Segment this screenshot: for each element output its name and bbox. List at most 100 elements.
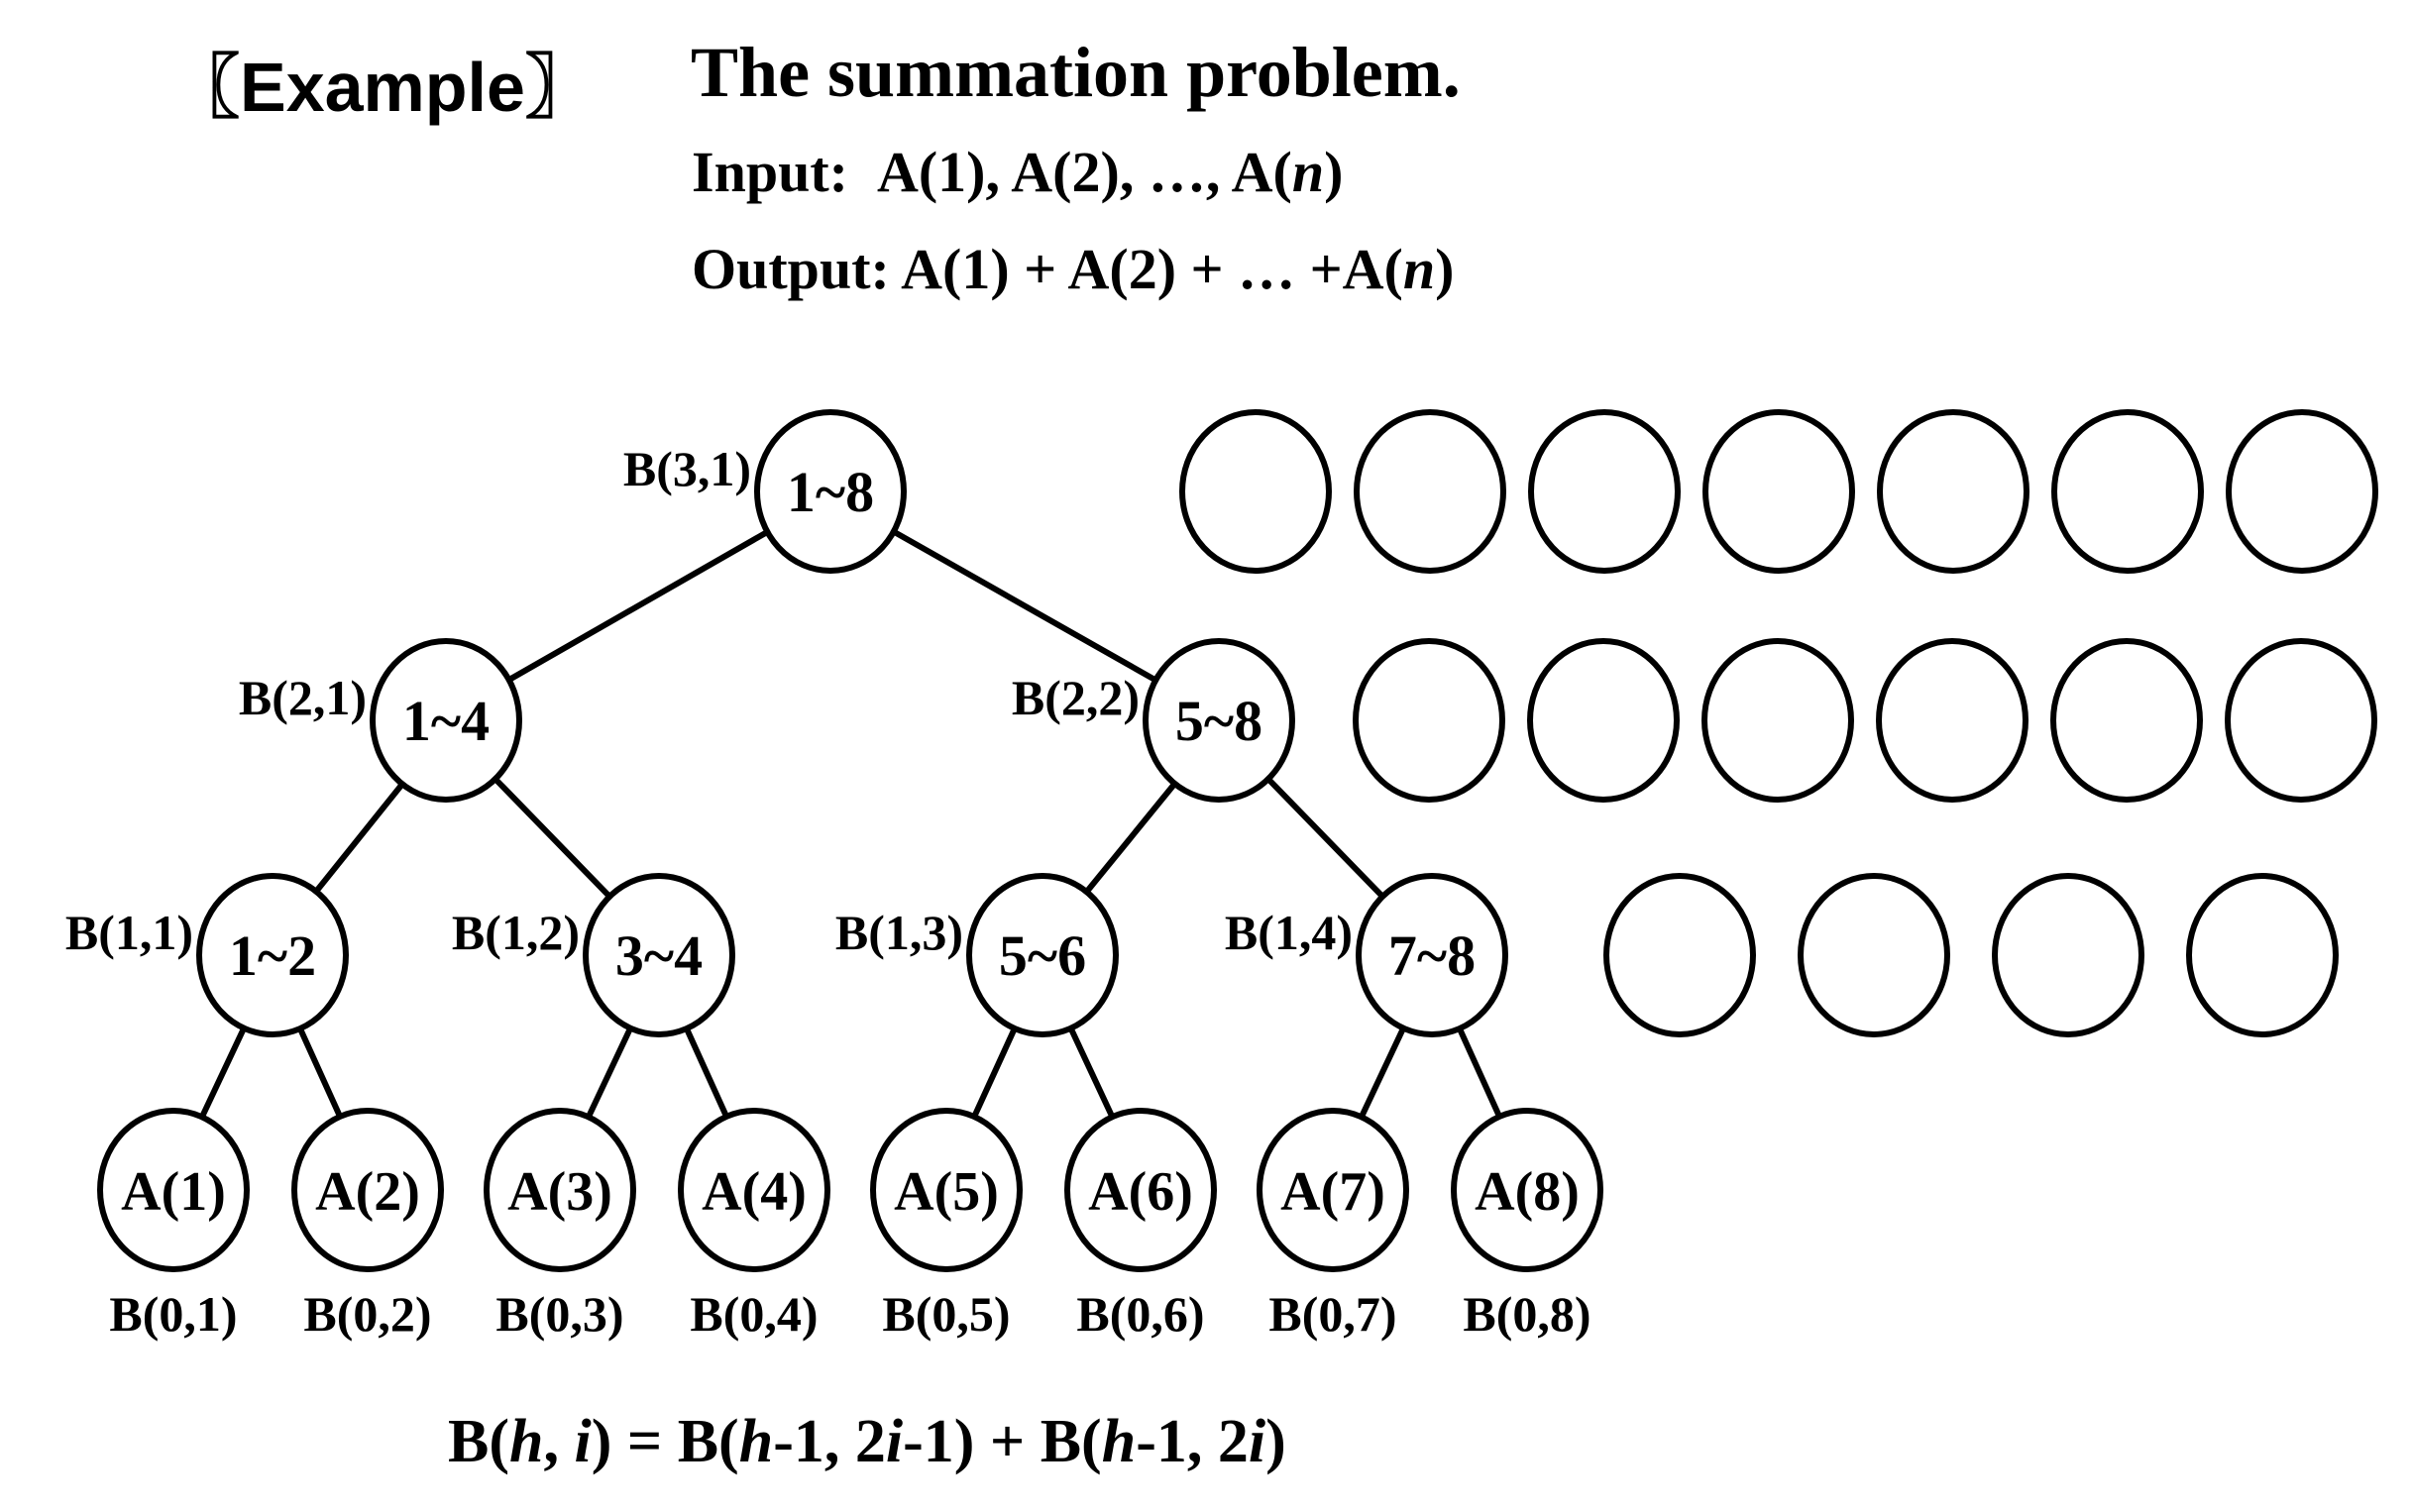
empty-processor-circle bbox=[2186, 873, 2339, 1037]
input-description: Input: A(1), A(2), …, A(n) bbox=[692, 140, 1344, 204]
tree-node: 1~2 B(1,1) bbox=[65, 873, 349, 1037]
node-label: A(3) bbox=[507, 1161, 612, 1223]
tree-node: 1~8B(3,1) bbox=[623, 409, 907, 574]
tree-edge bbox=[492, 775, 613, 901]
empty-processor-circle bbox=[1876, 638, 2028, 803]
tree-edge bbox=[683, 1026, 730, 1120]
empty-processor-circle bbox=[1354, 409, 1506, 574]
node-label: A(2) bbox=[315, 1161, 420, 1223]
node-circle bbox=[754, 409, 907, 574]
node-label: A(1) bbox=[121, 1161, 226, 1223]
empty-processor-circle bbox=[2225, 638, 2377, 803]
empty-processor-circle bbox=[2051, 409, 2204, 574]
node-label: A(6) bbox=[1088, 1161, 1193, 1223]
node-circle bbox=[1257, 1108, 1409, 1272]
empty-processor-circle bbox=[2226, 409, 2378, 574]
formula-variable: i bbox=[885, 1408, 904, 1475]
tree-node: 7~8 B(1,4) bbox=[1225, 873, 1508, 1037]
tree-node: 1~4 B(2,1) bbox=[239, 638, 522, 803]
node-b-label: B(1,4) bbox=[1225, 905, 1353, 960]
empty-processor-circle bbox=[1702, 409, 1855, 574]
node-label: A(8) bbox=[1475, 1161, 1580, 1223]
node-label: 5~8 bbox=[1175, 689, 1262, 753]
formula-text: , bbox=[543, 1408, 575, 1475]
tree-node: A(3) B(0,3) bbox=[484, 1108, 636, 1342]
tree-edge bbox=[890, 528, 1159, 684]
input-label: Input: bbox=[692, 140, 848, 204]
input-items: A(1), A(2), …, A( bbox=[876, 140, 1292, 204]
node-label: 1~2 bbox=[229, 923, 316, 988]
tree-edge bbox=[585, 1025, 634, 1121]
node-circle bbox=[583, 873, 735, 1037]
node-circle bbox=[1356, 873, 1508, 1037]
formula-text: -1) + B( bbox=[903, 1408, 1102, 1475]
node-label: A(5) bbox=[894, 1161, 999, 1223]
node-circle bbox=[370, 638, 522, 803]
node-circle bbox=[291, 1108, 444, 1272]
node-circle bbox=[484, 1108, 636, 1272]
tree-edge bbox=[1067, 1026, 1116, 1120]
empty-processor-circle bbox=[1179, 409, 1332, 574]
tree-node: A(1) B(0,1) bbox=[97, 1108, 250, 1342]
node-circle bbox=[196, 873, 349, 1037]
node-b-label: B(2,1) bbox=[239, 670, 367, 725]
tree-edge bbox=[198, 1025, 248, 1121]
tree-node: A(6)B(0,6) bbox=[1064, 1108, 1217, 1342]
node-circle bbox=[1064, 1108, 1217, 1272]
tree-edge bbox=[312, 781, 406, 895]
problem-title: The summation problem. bbox=[691, 33, 1461, 112]
node-circle bbox=[97, 1108, 250, 1272]
input-var: n bbox=[1291, 140, 1325, 204]
output-label: Output: bbox=[692, 237, 890, 301]
node-label: 5~6 bbox=[999, 923, 1086, 988]
tree-node: 3~4B(1,2) bbox=[452, 873, 735, 1037]
tree-edge bbox=[1456, 1026, 1503, 1120]
node-label: 1~4 bbox=[402, 689, 490, 753]
node-b-label: B(2,2) bbox=[1012, 670, 1140, 725]
formula-variable: i bbox=[1248, 1408, 1266, 1475]
output-expr: A(1) + A(2) + … +A( bbox=[901, 237, 1403, 301]
tree-node: A(8) B(0,8) bbox=[1451, 1108, 1603, 1342]
empty-processor-circle bbox=[1353, 638, 1505, 803]
empty-processor-circle bbox=[2050, 638, 2203, 803]
node-label: 1~8 bbox=[787, 460, 874, 524]
node-b-label: B(0,4) bbox=[690, 1286, 818, 1342]
tree-edge bbox=[1358, 1025, 1407, 1121]
node-circle bbox=[966, 873, 1119, 1037]
node-b-label: B(0,5) bbox=[882, 1286, 1010, 1342]
node-b-label: B(1,3) bbox=[835, 905, 963, 960]
node-circle bbox=[678, 1108, 830, 1272]
tree-node: 5~6 B(1,3) bbox=[835, 873, 1119, 1037]
empty-processor-circle bbox=[1528, 409, 1681, 574]
tree-edge bbox=[296, 1026, 344, 1120]
node-circle bbox=[1451, 1108, 1603, 1272]
empty-processor-circle bbox=[1877, 409, 2029, 574]
node-b-label: B(1,2) bbox=[452, 905, 580, 960]
tree-edge bbox=[1264, 775, 1386, 901]
formula-variable: h bbox=[1101, 1408, 1137, 1475]
node-b-label: B(0,3) bbox=[495, 1286, 623, 1342]
tree-edge bbox=[970, 1026, 1019, 1120]
node-label: A(4) bbox=[702, 1161, 807, 1223]
node-b-label: B(1,1) bbox=[65, 905, 193, 960]
formula-text: ) = B( bbox=[591, 1408, 739, 1475]
formula-text: ) bbox=[1265, 1408, 1286, 1475]
output-var: n bbox=[1402, 237, 1436, 301]
example-tag: 〖Example〗 bbox=[170, 49, 595, 126]
formula-text: B( bbox=[448, 1408, 509, 1475]
node-label: A(7) bbox=[1280, 1161, 1385, 1223]
node-label: 7~8 bbox=[1388, 923, 1476, 988]
node-b-label: B(0,1) bbox=[109, 1286, 237, 1342]
formula-text: -1, 2 bbox=[1136, 1408, 1249, 1475]
output-description: Output: A(1) + A(2) + … +A(n) bbox=[692, 237, 1455, 301]
node-b-label: B(0,8) bbox=[1463, 1286, 1590, 1342]
recurrence-formula: B(h, i) = B(h-1, 2i-1) + B(h-1, 2i) bbox=[448, 1407, 1286, 1477]
empty-processor-circle bbox=[1527, 638, 1680, 803]
formula-variable: h bbox=[509, 1408, 544, 1475]
tree-node: A(4) B(0,4) bbox=[678, 1108, 830, 1342]
empty-processor-circle bbox=[1992, 873, 2144, 1037]
formula-text: -1, 2 bbox=[773, 1408, 886, 1475]
node-b-label: B(0,2) bbox=[303, 1286, 431, 1342]
node-circle bbox=[1143, 638, 1295, 803]
